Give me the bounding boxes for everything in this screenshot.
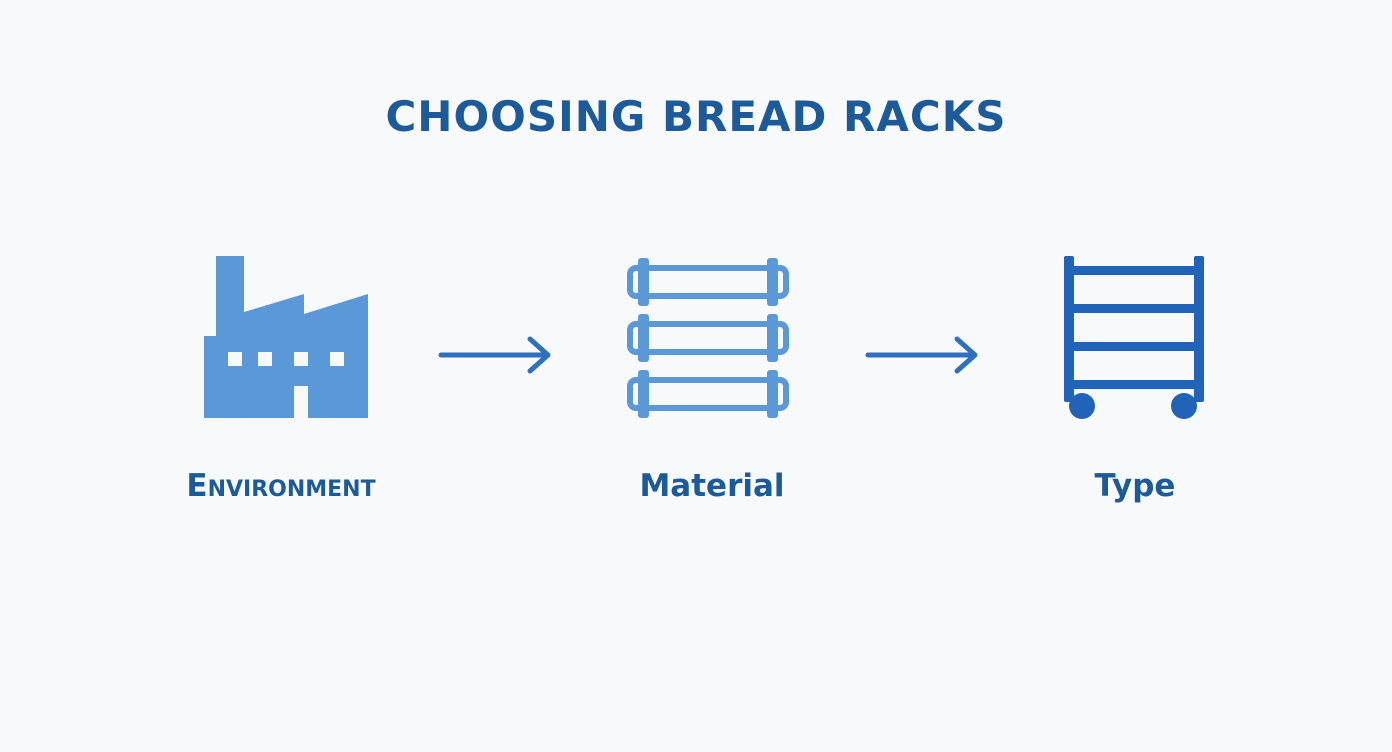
arrow-right-icon [438,336,551,374]
factory-icon [204,256,368,418]
rack-shelves-icon [627,258,789,418]
diagram-title: CHOOSING BREAD RACKS [385,92,1007,141]
arrow-right-icon [865,336,978,374]
step-label-material: Material [639,468,785,504]
step-label-environment: Environment [186,468,376,504]
rolling-cart-icon [1064,256,1204,419]
step-label-type: Type [1094,468,1176,504]
